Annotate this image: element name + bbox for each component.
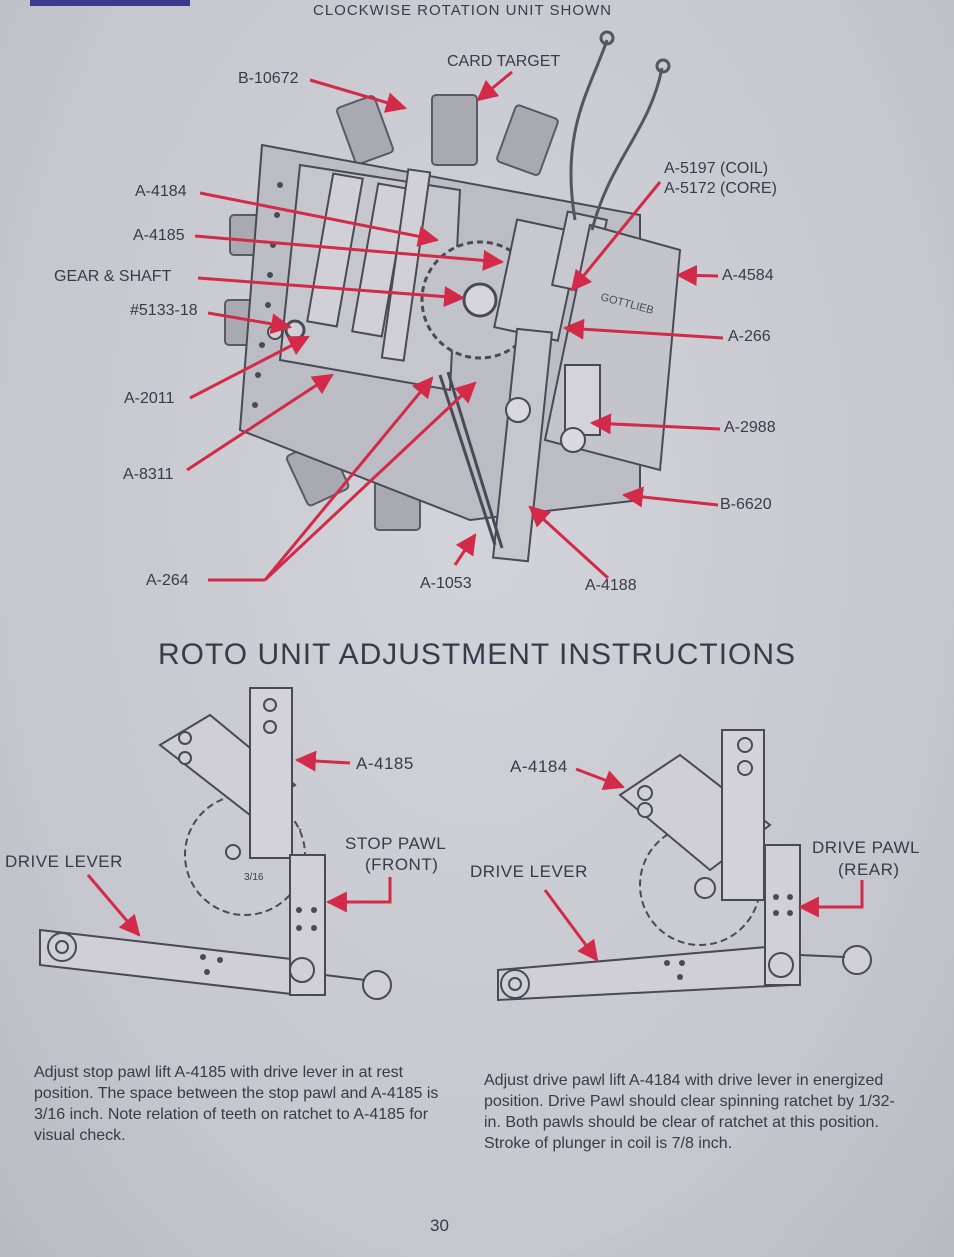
- label-a2988: A-2988: [724, 419, 776, 436]
- label-a5172: A-5172 (CORE): [664, 180, 777, 197]
- label-a4184-top: A-4184: [135, 183, 187, 200]
- drive-pawl-label: DRIVE PAWL: [812, 838, 920, 857]
- header-bar: [30, 0, 190, 6]
- label-b10672: B-10672: [238, 70, 299, 87]
- label-b6620: B-6620: [720, 496, 772, 513]
- top-caption: CLOCKWISE ROTATION UNIT SHOWN: [313, 2, 613, 19]
- label-a4188: A-4188: [585, 577, 637, 594]
- left-part-label: A-4185: [356, 754, 414, 773]
- label-card-target: CARD TARGET: [447, 53, 561, 70]
- left-drive-lever-label: DRIVE LEVER: [5, 852, 123, 871]
- right-instructions: Adjust drive pawl lift A-4184 with drive…: [484, 1072, 895, 1152]
- right-part-label: A-4184: [510, 757, 568, 776]
- stop-pawl-label: STOP PAWL: [345, 834, 447, 853]
- card-targets: [224, 94, 559, 531]
- page-number: 30: [430, 1216, 449, 1235]
- label-a8311: A-8311: [123, 466, 174, 483]
- label-a2011: A-2011: [124, 390, 175, 407]
- label-a264: A-264: [146, 572, 189, 589]
- callout-arrows: [186, 70, 724, 582]
- label-a4185-top: A-4185: [133, 227, 185, 244]
- section-title: ROTO UNIT ADJUSTMENT INSTRUCTIONS: [158, 638, 797, 671]
- left-instructions: Adjust stop pawl lift A-4185 with drive …: [34, 1064, 439, 1144]
- label-a5197: A-5197 (COIL): [664, 160, 769, 177]
- roto-unit-photo: GOTTLIEB: [186, 30, 724, 582]
- label-a266: A-266: [728, 328, 771, 345]
- right-drive-lever-label: DRIVE LEVER: [470, 862, 588, 881]
- rear-label: (REAR): [838, 860, 900, 879]
- label-a1053: A-1053: [420, 575, 472, 592]
- front-label: (FRONT): [365, 855, 439, 874]
- label-5133-18: #5133-18: [130, 302, 198, 319]
- label-a4584: A-4584: [722, 267, 774, 284]
- label-gear-shaft: GEAR & SHAFT: [54, 268, 172, 285]
